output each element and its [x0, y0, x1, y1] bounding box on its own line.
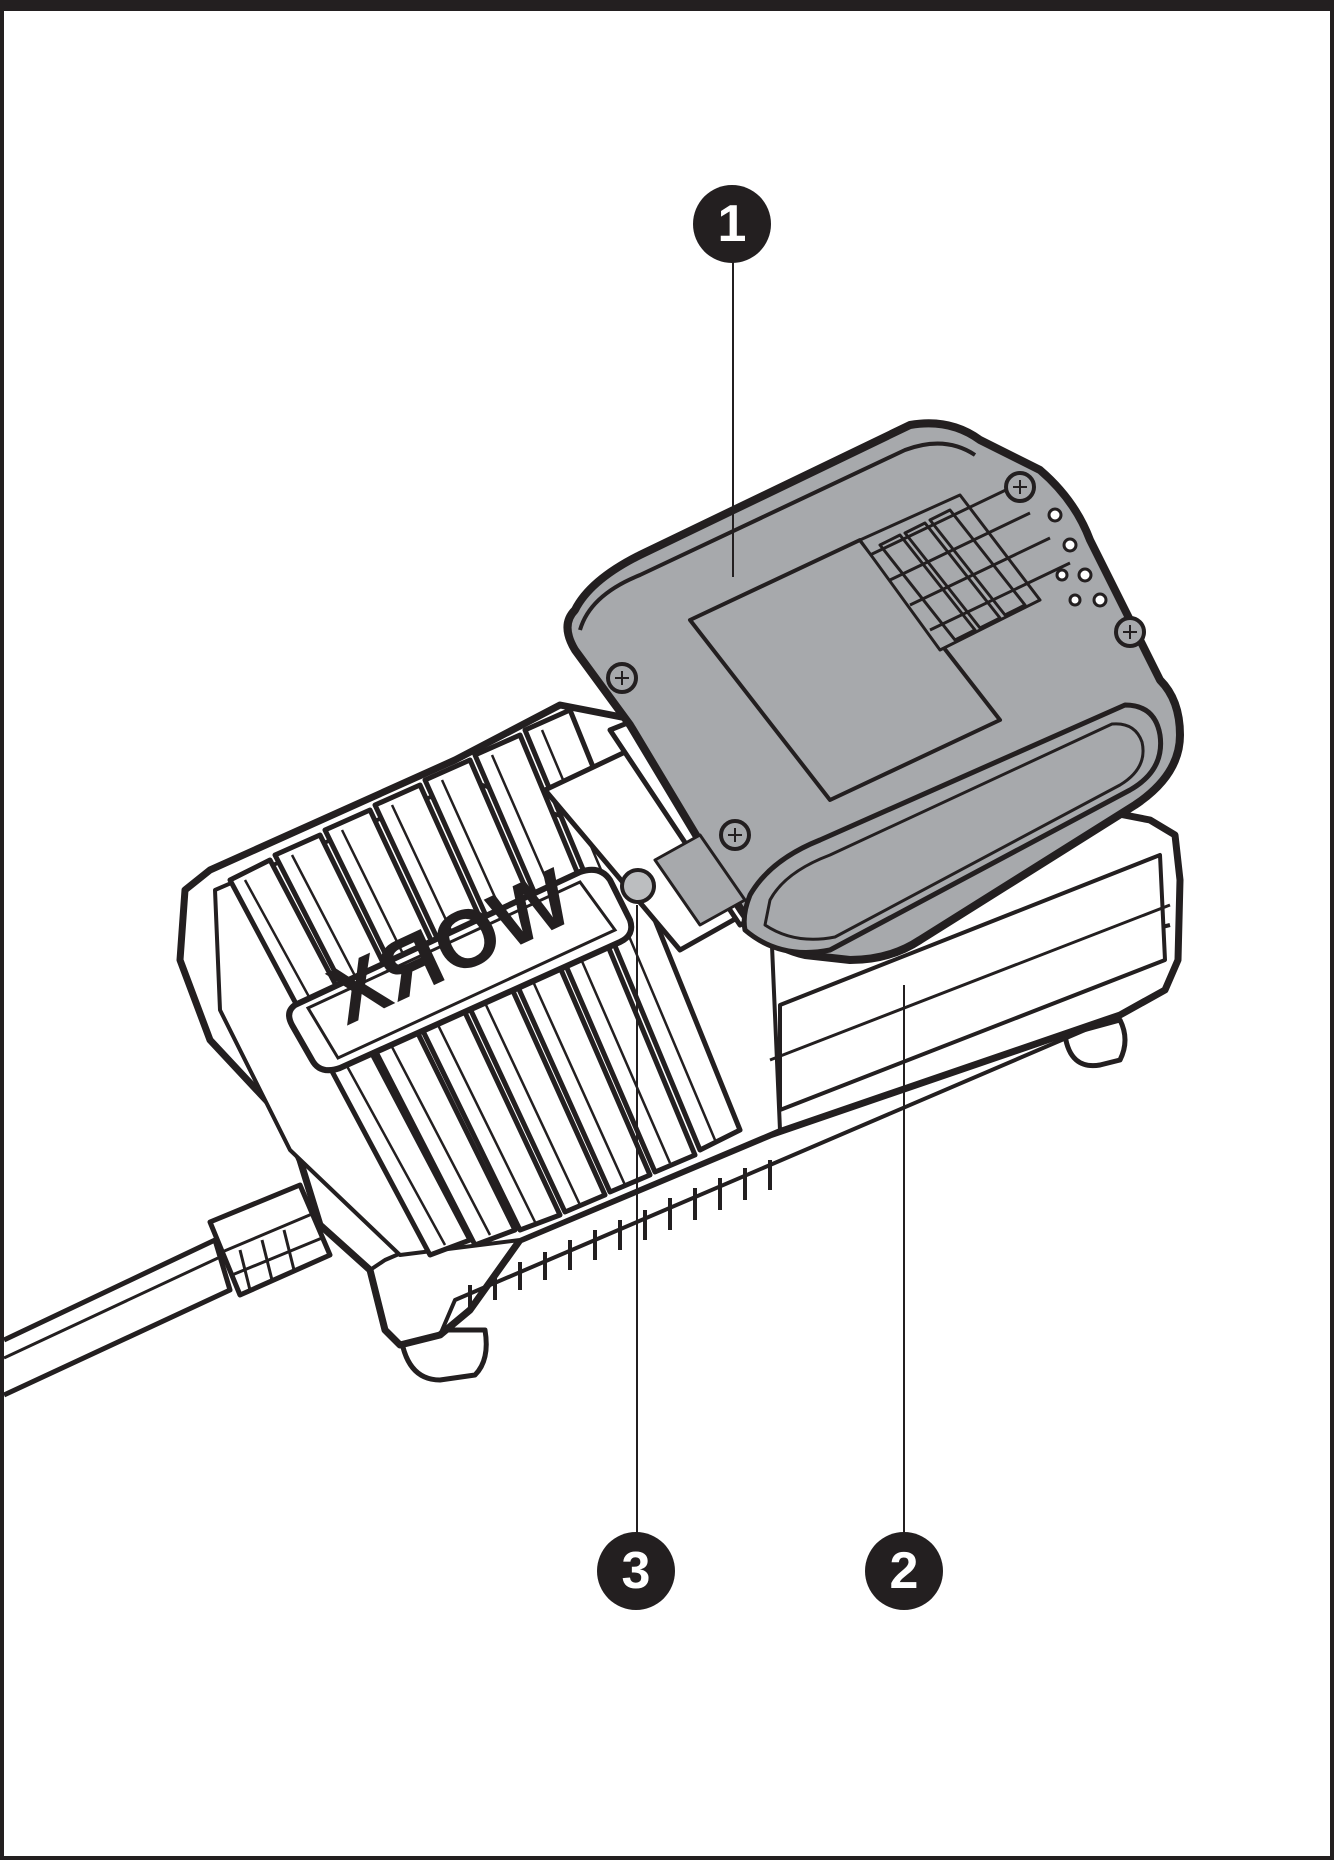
callout-1-leader: [732, 262, 734, 577]
callout-3-badge: 3: [597, 1532, 675, 1610]
callout-2-badge: 2: [865, 1532, 943, 1610]
battery-screws: [606, 471, 1146, 851]
power-cord: [2, 1182, 333, 1398]
callout-1-badge: 1: [693, 185, 771, 263]
charge-indicator-light: [620, 868, 656, 904]
callout-3-leader: [636, 905, 638, 1535]
battery-grille: [858, 486, 1071, 652]
callout-2-leader: [903, 985, 905, 1535]
battery-pack: [563, 419, 1184, 964]
